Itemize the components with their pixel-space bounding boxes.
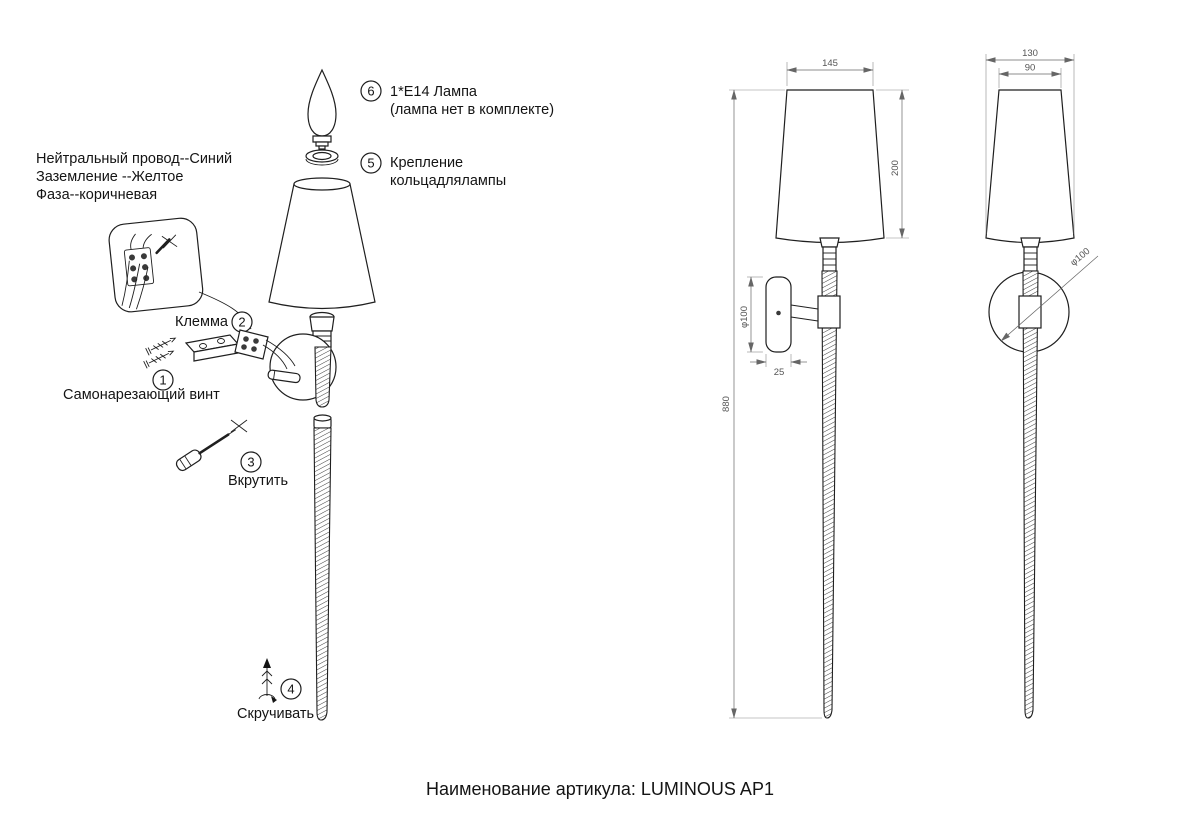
screw-icon	[143, 350, 175, 369]
wiring-neutral-label: Нейтральный провод--Синий	[36, 151, 232, 167]
step-5-number: 5	[367, 156, 374, 171]
stem-rod	[313, 414, 332, 721]
dim-side-bottom-width: 130	[985, 48, 1075, 234]
step-3-badge	[240, 451, 262, 473]
wiring-inset	[108, 217, 204, 313]
front-stem-collar	[817, 295, 841, 329]
step-4-label: Скручивать	[237, 706, 314, 722]
dim-25-text: 25	[774, 367, 785, 378]
dim-880-text: 880	[721, 396, 732, 412]
screwdriver-icon	[175, 419, 248, 472]
step-3-label: Вкрутить	[228, 473, 288, 489]
step-1-label: Самонарезающий винт	[63, 387, 220, 403]
dim-200-text: 200	[890, 160, 901, 176]
step-6-number: 6	[367, 84, 374, 99]
dim-phi100-side-text: φ100	[1068, 246, 1092, 269]
side-stem	[1022, 270, 1039, 719]
dim-plate-diameter-front: φ100	[739, 276, 763, 353]
mounting-ring	[305, 149, 339, 166]
front-view: 145 200 φ100 25 880	[721, 58, 909, 719]
front-stem	[821, 270, 838, 719]
dim-phi100-front-text: φ100	[739, 306, 750, 328]
step-2: Клемма 2	[175, 311, 253, 333]
step-6-badge	[360, 80, 382, 102]
step-4: 4 Скручивать	[237, 678, 314, 722]
step-4-number: 4	[287, 682, 294, 697]
step-5-badge	[360, 152, 382, 174]
side-shade	[985, 89, 1075, 244]
step-6: 6 1*E14 Лампа (лампа нет в комплекте)	[360, 80, 554, 118]
article-name: Наименование артикула: LUMINOUS AP1	[426, 779, 774, 799]
dim-145-text: 145	[822, 58, 838, 69]
mount-pin	[267, 369, 301, 384]
side-view: 130 90 φ100	[985, 48, 1099, 719]
dim-plate-depth: 25	[750, 354, 807, 378]
step-1-badge	[152, 369, 174, 391]
terminal-block	[234, 329, 269, 360]
screw-icon	[145, 337, 177, 356]
wiring-phase-label: Фаза--коричневая	[36, 187, 157, 203]
wall-mount	[267, 333, 337, 408]
wiring-legend: Нейтральный провод--Синий Заземление --Ж…	[36, 151, 232, 203]
step-3: 3 Вкрутить	[228, 451, 288, 489]
bulb-e14	[307, 68, 337, 150]
exploded-view: Нейтральный провод--Синий Заземление --Ж…	[36, 68, 554, 722]
dim-shade-width: 145	[786, 58, 874, 86]
step-5-label: Крепление	[390, 155, 463, 171]
side-stem-collar	[1018, 295, 1042, 329]
front-shade	[775, 89, 885, 244]
step-6-label: 1*E14 Лампа	[390, 84, 478, 100]
step-1: 1 Самонарезающий винт	[63, 369, 220, 403]
dim-shade-height: 200	[876, 89, 909, 239]
lampshade	[268, 177, 376, 310]
twist-mark-icon	[155, 234, 178, 255]
wiring-ground-label: Заземление --Желтое	[36, 169, 183, 185]
step-1-number: 1	[159, 373, 166, 388]
twist-arrow	[258, 658, 277, 703]
step-6-label-2: (лампа нет в комплекте)	[390, 102, 554, 118]
dim-90-text: 90	[1025, 63, 1036, 74]
step-4-badge	[280, 678, 302, 700]
step-5: 5 Крепление кольцадлялампы	[360, 152, 506, 189]
dim-side-top-width: 90	[998, 63, 1062, 88]
step-2-label: Клемма	[175, 314, 229, 330]
step-2-number: 2	[238, 315, 245, 330]
step-3-number: 3	[247, 455, 254, 470]
step-5-label-2: кольцадлялампы	[390, 173, 506, 189]
dim-total-height: 880	[721, 89, 822, 719]
bracket-assembly	[143, 329, 296, 370]
dim-130-text: 130	[1022, 48, 1038, 59]
stem-stub	[314, 346, 332, 408]
